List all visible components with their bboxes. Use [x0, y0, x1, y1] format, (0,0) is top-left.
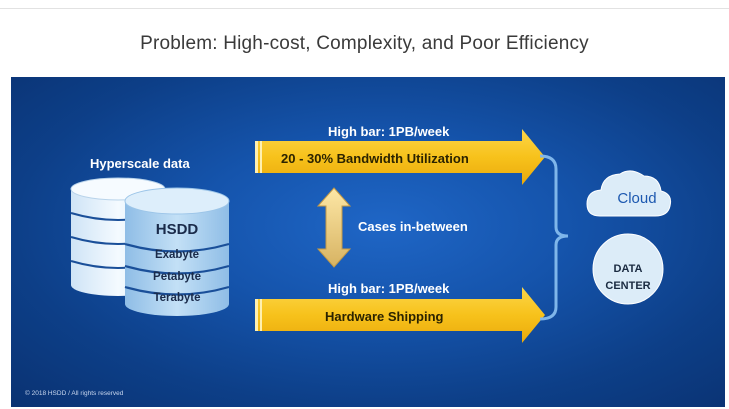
- db-layer-exabyte: Exabyte: [154, 249, 200, 261]
- diagram-graphics: [70, 129, 672, 343]
- hsdd-database-icon: [124, 187, 230, 316]
- db-layer-petabyte: Petabyte: [153, 271, 201, 283]
- bandwidth-arrow: [255, 129, 545, 185]
- bandwidth-label: 20 - 30% Bandwidth Utilization: [281, 151, 469, 166]
- bottom-bar-label: High bar: 1PB/week: [328, 281, 450, 296]
- slide-title: Problem: High-cost, Complexity, and Poor…: [140, 33, 589, 54]
- cases-in-between-label: Cases in-between: [358, 219, 468, 234]
- double-arrow-icon: [316, 187, 352, 268]
- top-bar-label: High bar: 1PB/week: [328, 124, 450, 139]
- hardware-shipping-label: Hardware Shipping: [325, 309, 444, 324]
- hyperscale-heading: Hyperscale data: [90, 156, 190, 171]
- db-layer-hsdd: HSDD: [155, 221, 199, 238]
- cloud-icon: [586, 170, 672, 217]
- header-divider: [0, 8, 729, 9]
- hardware-shipping-arrow: [255, 287, 545, 343]
- copyright-text: © 2018 HSDD / All rights reserved: [25, 390, 124, 397]
- bracket-shape: [539, 154, 569, 321]
- db-layer-terabyte: Terabyte: [153, 292, 201, 304]
- diagram-panel: Hyperscale data HSDD Exabyte Petabyte Te…: [11, 77, 725, 407]
- cloud-label: Cloud: [617, 190, 657, 207]
- data-center-icon: [592, 233, 664, 305]
- data-center-label: DATA CENTER: [605, 263, 651, 292]
